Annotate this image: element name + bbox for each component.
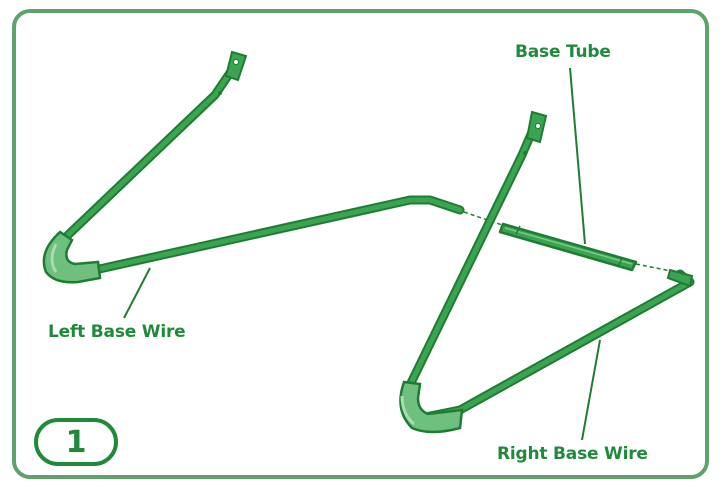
- base-tube: [498, 222, 638, 272]
- connector-dashes: [463, 211, 677, 273]
- right-base-wire: [399, 110, 695, 434]
- step-number-badge: 1: [34, 418, 118, 466]
- diagram-panel: [12, 9, 709, 479]
- leader-lines: [123, 67, 601, 441]
- left-base-wire-label: Left Base Wire: [48, 322, 186, 342]
- left-base-wire: [42, 50, 465, 284]
- base-tube-label: Base Tube: [515, 42, 611, 62]
- right-base-wire-label: Right Base Wire: [497, 444, 648, 464]
